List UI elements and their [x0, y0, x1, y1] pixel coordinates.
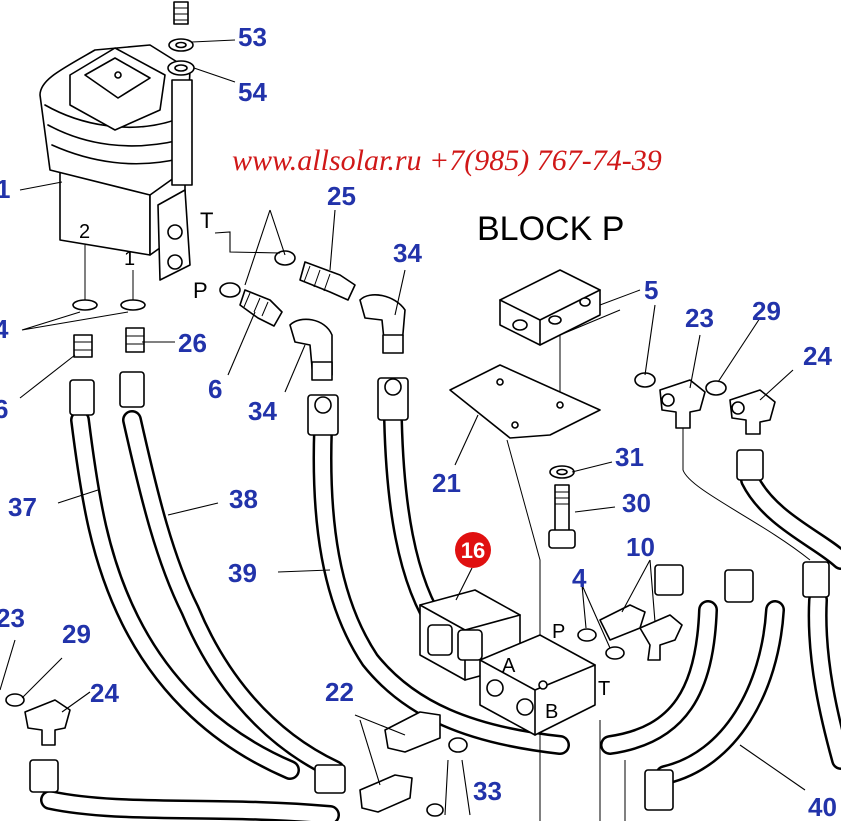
block-p-title: BLOCK P [477, 210, 624, 248]
solenoid-valve-16: A B P T [419, 589, 610, 736]
leader-lines [0, 39, 806, 816]
callout-31: 31 [615, 442, 644, 472]
callout-4-lower: 4 [572, 563, 587, 593]
hose-couplings-top [307, 377, 409, 436]
o-rings-4 [72, 299, 146, 311]
hose-right-1 [600, 600, 718, 755]
callout-34-lower: 34 [248, 396, 277, 426]
callout-34-upper: 34 [393, 238, 422, 268]
fittings-22 [359, 711, 468, 817]
o-ring-5 [634, 372, 656, 388]
hose-far-right [740, 470, 841, 770]
callout-24-lower: 24 [90, 678, 119, 708]
callout-23-upper: 23 [685, 303, 714, 333]
callout-5: 5 [644, 275, 658, 305]
p-port-fitting [219, 282, 283, 327]
callout-33: 33 [473, 776, 502, 806]
callout-6-left: 6 [0, 394, 8, 424]
callout-39: 39 [228, 558, 257, 588]
port-1-label: 1 [124, 248, 135, 270]
callout-24-upper: 24 [803, 341, 832, 371]
t-port-fitting [274, 250, 356, 301]
pilot-valve-body: 2 1 [39, 44, 193, 300]
port-b-label: B [545, 701, 558, 723]
tee-24-upper [729, 389, 776, 435]
elbow-34-upper [359, 294, 406, 354]
callout-40: 40 [808, 792, 837, 821]
hose-39 [312, 420, 570, 755]
pipe-lines [506, 335, 811, 821]
watermark-text: www.allsolar.ru +7(985) 767-74-39 [232, 144, 662, 177]
badge-16-label: 16 [461, 538, 485, 563]
port-t-lower-label: T [598, 678, 610, 700]
hose-37 [70, 410, 300, 780]
plate-21 [449, 364, 601, 439]
callout-29-upper: 29 [752, 296, 781, 326]
fittings-10 [599, 564, 754, 661]
callout-6-center: 6 [208, 374, 222, 404]
callout-21: 21 [432, 468, 461, 498]
o-ring-29-upper [705, 380, 727, 396]
callout-1: 1 [0, 174, 10, 204]
hose-a-line [383, 410, 450, 640]
hose-38 [122, 410, 345, 780]
coupling-right-top [736, 449, 830, 598]
callout-53: 53 [238, 22, 267, 52]
highlight-badge-16: 16 [455, 532, 491, 568]
hose-right-2 [655, 600, 785, 785]
tee-23-upper [659, 379, 706, 429]
callout-29-lower: 29 [62, 619, 91, 649]
screw-53 [167, 1, 195, 76]
hose-lower-left [40, 790, 340, 821]
washer-31 [549, 465, 575, 479]
block-p [499, 269, 641, 346]
callout-22: 22 [325, 677, 354, 707]
lower-left-fittings [5, 693, 674, 811]
port-2-label: 2 [79, 221, 90, 243]
o-rings-4-lower [577, 628, 625, 660]
callout-4-upper: 4 [0, 314, 9, 344]
bolt-30 [548, 484, 576, 549]
callout-23-lower: 23 [0, 603, 25, 633]
port-a-label: A [502, 655, 516, 677]
callout-37: 37 [8, 492, 37, 522]
fittings-26 [69, 327, 145, 416]
callout-26: 26 [178, 328, 207, 358]
callout-54: 54 [238, 77, 267, 107]
callout-30: 30 [622, 488, 651, 518]
callout-38: 38 [229, 484, 258, 514]
callout-10: 10 [626, 532, 655, 562]
port-t-label: T [200, 208, 213, 233]
elbow-34-lower [289, 318, 333, 381]
port-p-lower-label: P [552, 621, 565, 643]
callout-25: 25 [327, 181, 356, 211]
port-p-label: P [193, 278, 208, 303]
